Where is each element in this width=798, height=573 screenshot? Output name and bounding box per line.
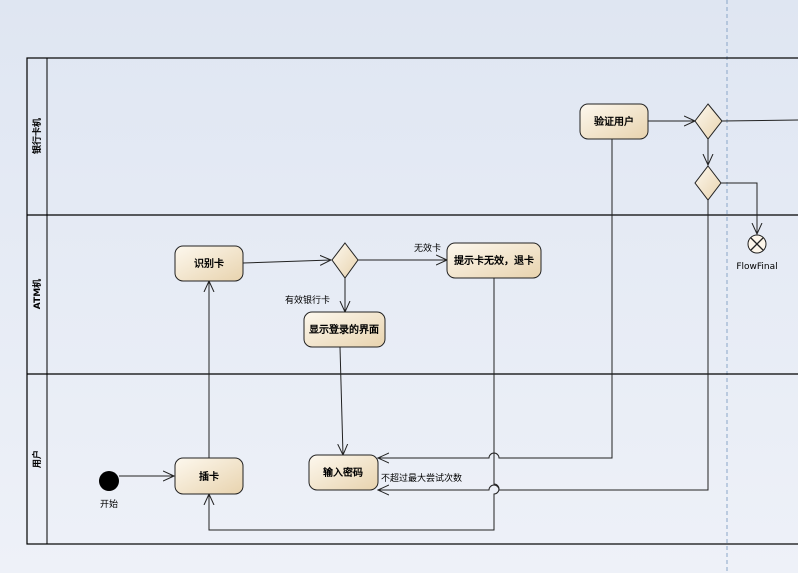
decision-node-card[interactable] bbox=[331, 242, 359, 279]
initial-node-label: 开始 bbox=[100, 498, 118, 510]
lane-label-bank: 银行卡机 bbox=[31, 118, 43, 154]
initial-node[interactable] bbox=[99, 471, 119, 491]
edge-decision2-right bbox=[721, 119, 798, 122]
edge-decision3-to-password bbox=[378, 200, 709, 490]
lane-label-atm: ATM机 bbox=[31, 279, 43, 309]
edge-label-valid-card: 有效银行卡 bbox=[285, 294, 330, 306]
decision-node-attempts[interactable] bbox=[694, 165, 722, 201]
edge-verify-to-password bbox=[378, 139, 613, 458]
action-verify-user-label: 验证用户 bbox=[594, 115, 634, 128]
action-insert-card-label: 插卡 bbox=[199, 470, 219, 483]
action-show-login[interactable]: 显示登录的界面 bbox=[303, 311, 386, 348]
edge-decision3-to-final bbox=[721, 182, 757, 234]
action-identify-card-label: 识别卡 bbox=[194, 257, 224, 270]
action-verify-user[interactable]: 验证用户 bbox=[579, 103, 649, 140]
flow-final-label: FlowFinal bbox=[736, 262, 777, 272]
swimlane-frame bbox=[26, 57, 798, 545]
action-invalid-card[interactable]: 提示卡无效，退卡 bbox=[446, 242, 542, 279]
flow-final-node[interactable] bbox=[747, 234, 767, 254]
action-show-login-label: 显示登录的界面 bbox=[309, 323, 379, 336]
action-enter-password[interactable]: 输入密码 bbox=[308, 454, 379, 491]
action-insert-card[interactable]: 插卡 bbox=[174, 457, 244, 495]
edge-invalid-to-insert bbox=[209, 278, 500, 531]
edge-login-to-password bbox=[340, 346, 343, 455]
edge-identify-to-decision bbox=[242, 260, 331, 263]
edges bbox=[119, 119, 798, 531]
edge-label-not-exceed: 不超过最大尝试次数 bbox=[381, 472, 462, 484]
decision-node-verify[interactable] bbox=[694, 103, 723, 140]
lane-label-user: 用户 bbox=[31, 450, 43, 469]
edge-label-invalid-card: 无效卡 bbox=[414, 242, 441, 254]
action-identify-card[interactable]: 识别卡 bbox=[174, 245, 244, 282]
action-invalid-card-label: 提示卡无效，退卡 bbox=[454, 254, 534, 267]
action-enter-password-label: 输入密码 bbox=[323, 466, 363, 479]
